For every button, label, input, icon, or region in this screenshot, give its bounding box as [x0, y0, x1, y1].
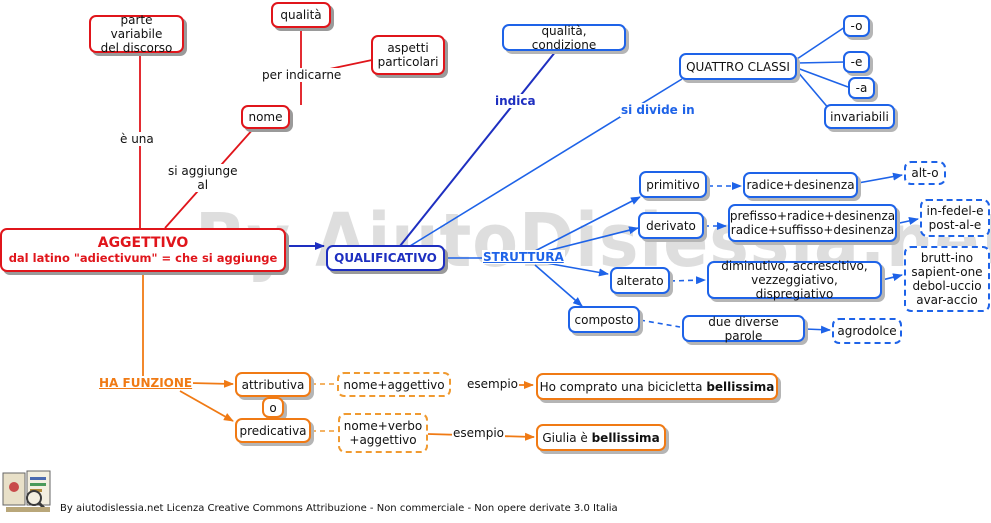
site-logo-icon — [2, 470, 51, 512]
node-qualita: qualità — [271, 2, 331, 28]
node-derivato: derivato — [638, 212, 704, 239]
example-1-bold: bellissima — [706, 379, 775, 394]
example-1-text: Ho comprato una bicicletta — [539, 379, 707, 394]
label-per-indicarne: per indicarne — [261, 68, 343, 82]
node-nome-aggettivo: nome+aggettivo — [337, 372, 451, 397]
node-composto: composto — [568, 306, 640, 333]
node-nome: nome — [241, 105, 290, 129]
node-qualita-condizione: qualità, condizione — [502, 24, 626, 52]
node-invariabili: invariabili — [824, 104, 895, 129]
label-e-una: è una — [119, 132, 155, 146]
node-esempio-2: Giulia è bellissima — [536, 424, 666, 451]
node-agrodolce: agrodolce — [832, 318, 902, 344]
node-diminutivo: diminutivo, accrescitivo, vezzeggiativo,… — [707, 259, 882, 301]
node-parte-variabile: parte variabile del discorso — [89, 13, 184, 55]
node-o: o — [262, 397, 284, 418]
label-ha-funzione: HA FUNZIONE — [98, 376, 194, 390]
node-qualificativo: QUALIFICATIVO — [326, 245, 445, 271]
node-radice-desinenza: radice+desinenza — [743, 172, 858, 198]
aggettivo-subtitle: dal latino "adiectivum" = che si aggiung… — [8, 251, 278, 265]
node-esempio-1: Ho comprato una bicicletta bellissima — [536, 373, 778, 400]
label-esempio-1: esempio — [466, 377, 519, 391]
node-quattro-classi: QUATTRO CLASSI — [679, 53, 797, 80]
node-in-fedel-e: in-fedel-e post-al-e — [920, 199, 990, 237]
node-predicativa: predicativa — [235, 418, 311, 443]
node-aspetti-particolari: aspetti particolari — [371, 35, 445, 75]
label-struttura: STRUTTURA — [482, 250, 565, 264]
license-footer: By aiutodislessia.net Licenza Creative C… — [60, 503, 618, 514]
node-prefisso-suffisso: prefisso+radice+desinenza radice+suffiss… — [728, 204, 897, 242]
node-nome-verbo-aggettivo: nome+verbo +aggettivo — [338, 413, 428, 453]
label-indica: indica — [494, 94, 537, 108]
node-primitivo: primitivo — [639, 171, 707, 198]
node-brutt-ino: brutt-ino sapient-one debol-uccio avar-a… — [904, 246, 990, 312]
node-alterato: alterato — [610, 267, 670, 294]
node-ending-a: -a — [848, 77, 875, 99]
node-attributiva: attributiva — [235, 372, 311, 397]
label-si-aggiunge: si aggiunge al — [167, 164, 239, 192]
node-due-diverse-parole: due diverse parole — [682, 315, 805, 343]
example-2-bold: bellissima — [591, 430, 660, 445]
node-aggettivo: AGGETTIVO dal latino "adiectivum" = che … — [0, 228, 286, 272]
example-2-text: Giulia è — [542, 430, 592, 445]
node-alt-o: alt-o — [904, 161, 946, 185]
label-si-divide-in: si divide in — [620, 103, 696, 117]
node-ending-o: -o — [843, 15, 870, 37]
label-esempio-2: esempio — [452, 426, 505, 440]
node-ending-e: -e — [843, 51, 870, 73]
aggettivo-title: AGGETTIVO — [97, 235, 189, 251]
